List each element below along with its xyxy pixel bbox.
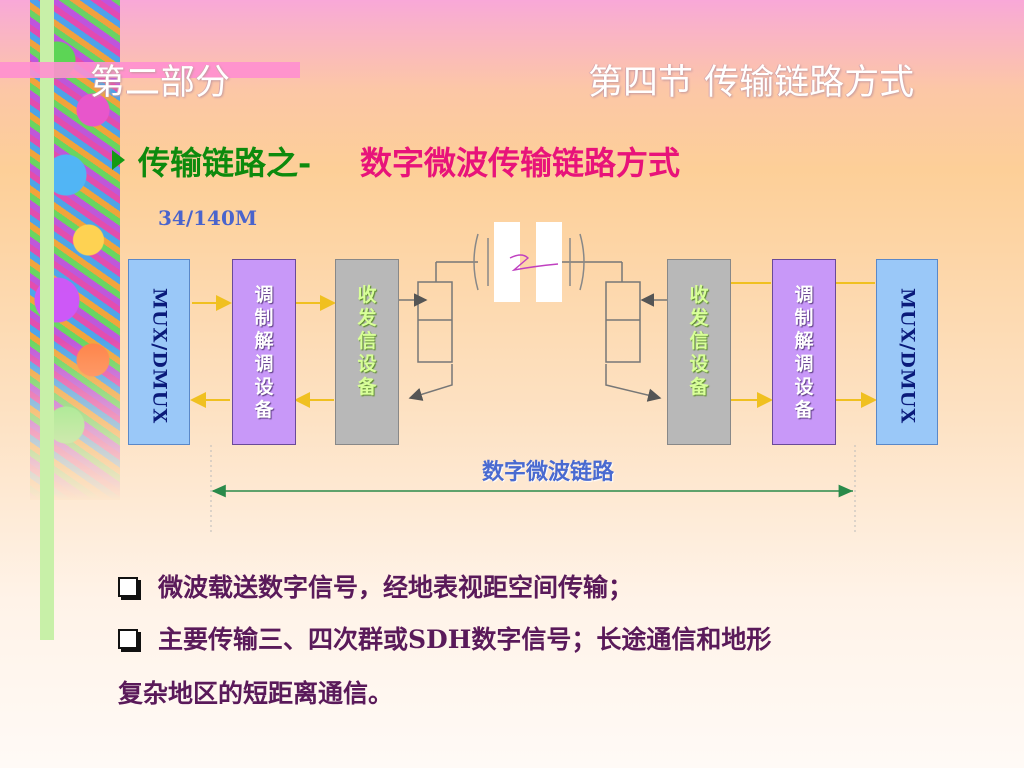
chapter-label: 第四节 传输链路方式 bbox=[588, 63, 915, 103]
pink-horizontal-bar bbox=[0, 62, 300, 78]
slide-title-prefix: 传输链路之- bbox=[138, 144, 312, 182]
bullet-2: 主要传输三、四次群或SDH数字信号；长途通信和地形 bbox=[118, 620, 771, 656]
checkbox-bullet-icon bbox=[118, 577, 138, 597]
bullet-1: 微波载送数字信号，经地表视距空间传输； bbox=[118, 568, 633, 604]
green-vertical-bar bbox=[40, 0, 54, 640]
modem-box-left: 调制解调设备 bbox=[232, 259, 296, 445]
antenna-pair bbox=[473, 233, 585, 291]
triangle-bullet-icon bbox=[112, 150, 125, 170]
bullet-2-continuation: 复杂地区的短距离通信。 bbox=[118, 679, 394, 708]
mux-box-left: MUX/DMUX bbox=[128, 259, 190, 445]
modem-box-right: 调制解调设备 bbox=[772, 259, 836, 445]
radio-wave-icon bbox=[509, 254, 559, 272]
section-label: 第二部分 bbox=[90, 63, 231, 103]
mux-box-right: MUX/DMUX bbox=[876, 259, 938, 445]
rate-label: 34/140M bbox=[158, 206, 258, 230]
left-duplexer bbox=[398, 261, 478, 401]
transceiver-box-right: 收发信设备 bbox=[667, 259, 731, 445]
transceiver-box-left: 收发信设备 bbox=[335, 259, 399, 445]
link-label: 数字微波链路 bbox=[482, 459, 615, 485]
antenna-left-dish bbox=[494, 222, 520, 302]
checkbox-bullet-icon bbox=[118, 629, 138, 649]
antenna-right-dish bbox=[536, 222, 562, 302]
slide-title-main: 数字微波传输链路方式 bbox=[360, 144, 681, 182]
